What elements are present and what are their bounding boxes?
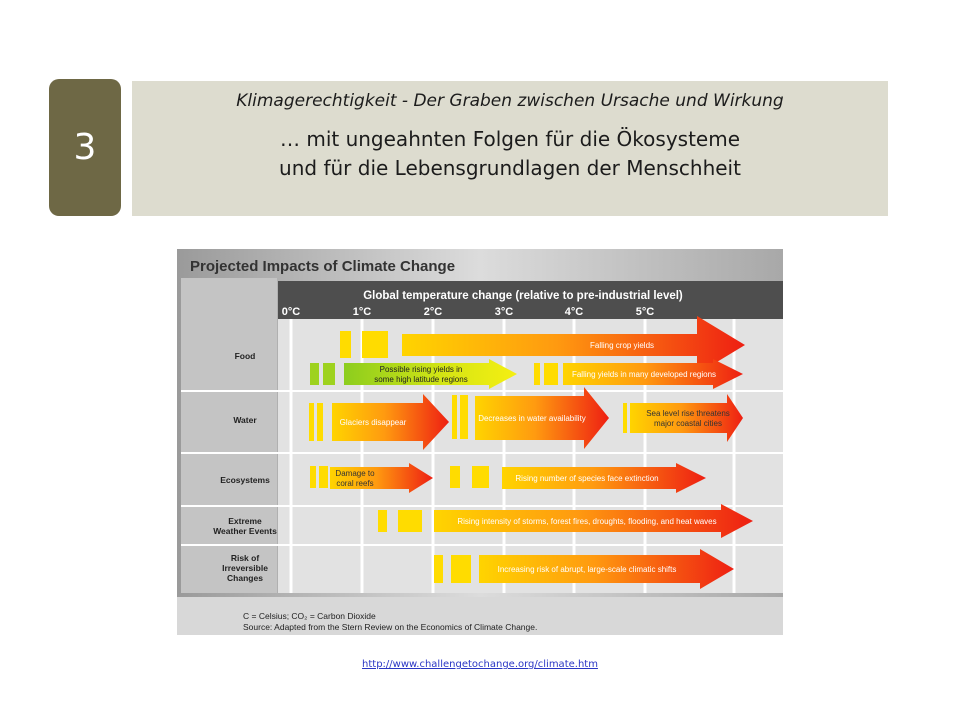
threshold-box — [317, 403, 323, 441]
slide-title-line-1: … mit ungeahnten Folgen für die Ökosyste… — [279, 127, 741, 151]
climate-impacts-figure: Projected Impacts of Climate ChangeGloba… — [177, 249, 783, 635]
source-link[interactable]: http://www.challengetochange.org/climate… — [362, 659, 598, 670]
impact-arrow — [475, 387, 609, 449]
threshold-box — [319, 466, 328, 488]
tick-label: 3°C — [495, 306, 514, 318]
impact-arrow — [479, 549, 734, 589]
impact-label: Falling yields in many developed regions — [572, 370, 716, 379]
threshold-box — [310, 363, 319, 385]
impact-arrow — [630, 394, 743, 442]
impact-label: some high latitude regions — [374, 375, 467, 384]
impact-label: Rising intensity of storms, forest fires… — [457, 517, 716, 526]
row-label-panel — [181, 278, 277, 593]
impact-label: Possible rising yields in — [380, 365, 463, 374]
impact-arrow — [332, 394, 449, 450]
threshold-box — [362, 331, 388, 358]
footnote-abbreviations: C = Celsius; CO₂ = Carbon Dioxide — [243, 611, 376, 621]
row-label: Changes — [227, 573, 263, 583]
threshold-box — [310, 466, 316, 488]
impact-label: Sea level rise threatens — [646, 409, 730, 418]
row-label: Risk of — [231, 553, 260, 563]
impact-label: Decreases in water availability — [478, 414, 586, 423]
impact-arrow — [563, 359, 743, 389]
tick-label: 2°C — [424, 306, 443, 318]
row-label: Water — [233, 415, 257, 425]
impact-arrow — [402, 316, 745, 374]
impact-arrow — [344, 359, 517, 389]
impact-label: coral reefs — [336, 479, 373, 488]
impact-label: Rising number of species face extinction — [515, 474, 658, 483]
slide-title: … mit ungeahnten Folgen für die Ökosyste… — [132, 125, 888, 183]
tick-label: 0°C — [282, 306, 301, 318]
impact-label: Falling crop yields — [590, 341, 654, 350]
slide-header: Klimagerechtigkeit - Der Graben zwischen… — [132, 81, 888, 216]
threshold-box — [534, 363, 540, 385]
impact-arrow — [434, 504, 753, 538]
footnote-source: Source: Adapted from the Stern Review on… — [243, 622, 537, 632]
slide-number-badge: 3 — [49, 79, 121, 216]
footnote-band — [177, 597, 783, 635]
row-label: Food — [235, 351, 256, 361]
impact-label: Glaciers disappear — [340, 418, 407, 427]
threshold-box — [340, 331, 351, 358]
threshold-box — [450, 466, 460, 488]
threshold-box — [378, 510, 387, 532]
tick-label: 4°C — [565, 306, 584, 318]
source-link-container: http://www.challengetochange.org/climate… — [0, 659, 960, 670]
impact-label: Damage to — [335, 469, 375, 478]
threshold-box — [623, 403, 627, 433]
threshold-box — [451, 555, 471, 583]
impact-label: major coastal cities — [654, 419, 722, 428]
axis-title: Global temperature change (relative to p… — [363, 290, 683, 302]
impact-label: Increasing risk of abrupt, large-scale c… — [498, 565, 677, 574]
threshold-box — [460, 395, 468, 439]
threshold-box — [452, 395, 457, 439]
threshold-box — [398, 510, 422, 532]
figure-title: Projected Impacts of Climate Change — [190, 258, 455, 275]
row-label: Irreversible — [222, 563, 268, 573]
tick-label: 5°C — [636, 306, 655, 318]
threshold-box — [434, 555, 443, 583]
row-label: Weather Events — [213, 526, 277, 536]
threshold-box — [472, 466, 489, 488]
threshold-box — [309, 403, 314, 441]
impact-arrow — [330, 463, 433, 493]
impact-arrow — [502, 463, 706, 493]
threshold-box — [544, 363, 558, 385]
slide-subtitle: Klimagerechtigkeit - Der Graben zwischen… — [236, 91, 784, 111]
row-label: Extreme — [228, 516, 262, 526]
slide-title-line-2: und für die Lebensgrundlagen der Menschh… — [279, 156, 741, 180]
slide-number: 3 — [73, 127, 97, 168]
axis-header-band — [278, 281, 783, 319]
tick-label: 1°C — [353, 306, 372, 318]
row-label: Ecosystems — [220, 475, 270, 485]
threshold-box — [323, 363, 335, 385]
